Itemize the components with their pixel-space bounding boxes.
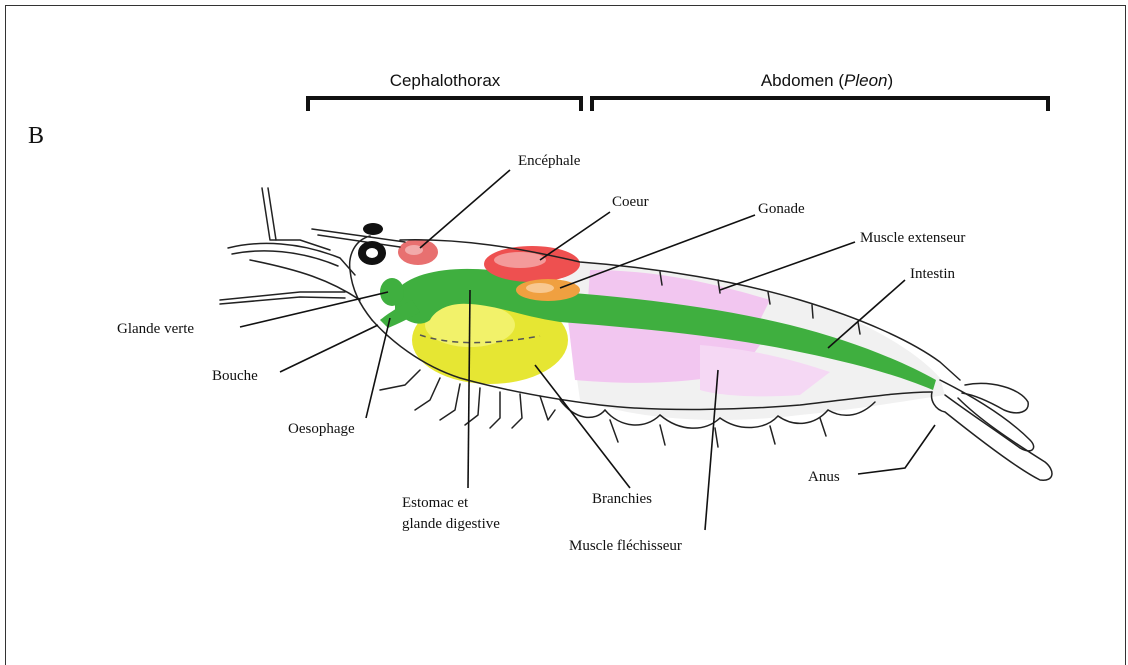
coeur-highlight [494, 252, 546, 268]
label-intestin: Intestin [910, 266, 955, 282]
encephale-highlight [405, 245, 423, 255]
label-oesophage: Oesophage [288, 421, 355, 437]
label-coeur: Coeur [612, 194, 649, 210]
label-anus: Anus [808, 469, 840, 485]
label-encephale: Encéphale [518, 153, 581, 169]
label-bouche: Bouche [212, 368, 258, 384]
label-branchies: Branchies [592, 491, 652, 507]
cephalothorax-label: Cephalothorax [390, 71, 501, 90]
label-muscle-extenseur: Muscle extenseur [860, 230, 965, 246]
label-gonade: Gonade [758, 201, 805, 217]
abdomen-label: Abdomen (Pleon) [761, 71, 893, 90]
panel-letter: B [28, 123, 44, 149]
label-glande-verte: Glande verte [117, 321, 194, 337]
label-muscle-flechisseur: Muscle fléchisseur [569, 538, 682, 554]
label-estomac-line2: glande digestive [402, 516, 500, 532]
gonade-highlight [526, 283, 554, 293]
label-estomac-line1: Estomac et [402, 495, 469, 511]
glande-verte-region [380, 278, 404, 306]
